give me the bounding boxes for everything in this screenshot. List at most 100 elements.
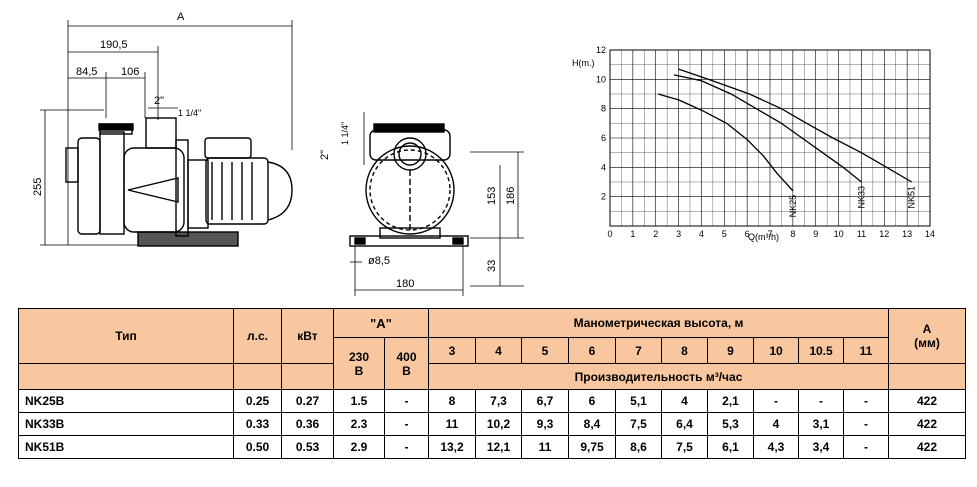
v230-label: 230 [348, 349, 370, 364]
dim-190-5: 190,5 [100, 39, 128, 51]
x-tick-label: 8 [790, 229, 795, 239]
x-tick-label: 14 [925, 229, 935, 239]
pump-technical-drawing: A 190,5 84,5 106 2" 1 1/4" 255 [32, 11, 524, 296]
dim-a-side: A [177, 11, 185, 23]
col-hp-header: л.с. [233, 308, 282, 364]
flow-cell: 5,3 [707, 412, 754, 436]
flow-cell: 6,4 [661, 412, 708, 436]
flow-cell: 8,4 [568, 412, 616, 436]
series-label: NK51 [907, 186, 917, 209]
flow-cell: - [753, 389, 799, 413]
dim-pipe-side: 2" [154, 95, 164, 107]
flow-cell: 8 [428, 389, 476, 413]
type-header-cont [18, 363, 234, 390]
side-view-dimensions [40, 20, 293, 246]
a-cell: 422 [888, 389, 966, 413]
dim-180: 180 [396, 278, 414, 290]
v400-label: 400 [396, 349, 417, 364]
v230-header: 230 В [333, 337, 385, 390]
x-tick-label: 0 [607, 229, 612, 239]
x-tick-label: 12 [879, 229, 889, 239]
a230-cell: 2.3 [333, 412, 385, 436]
head-value: 10.5 [798, 337, 844, 364]
front-view-dimensions [350, 112, 524, 296]
flow-cell: 7,5 [615, 412, 662, 436]
dim-thread-side: 1 1/4" [178, 108, 201, 118]
hp-cell: 0.33 [233, 412, 282, 436]
dim-84-5: 84,5 [76, 66, 97, 78]
x-tick-label: 2 [653, 229, 658, 239]
y-tick-label: 8 [601, 104, 606, 114]
series-label: NK33 [856, 186, 866, 209]
dim-pipe-front: 2" [319, 150, 331, 160]
col-current-header: "A" [333, 308, 429, 338]
a230-cell: 1.5 [333, 389, 385, 413]
model-cell: NK25B [18, 389, 234, 413]
model-cell: NK33B [18, 412, 234, 436]
flow-cell: 9,3 [521, 412, 569, 436]
hp-cell: 0.25 [233, 389, 282, 413]
hp-header-cont [233, 363, 282, 390]
flow-cell: - [843, 435, 889, 459]
flow-cell: 13,2 [428, 435, 476, 459]
y-tick-label: 2 [601, 192, 606, 202]
y-tick-label: 10 [596, 74, 606, 84]
v400-unit: В [402, 363, 411, 378]
y-tick-label: 4 [601, 162, 606, 172]
x-tick-label: 3 [676, 229, 681, 239]
flow-cell: - [798, 389, 844, 413]
head-value: 6 [568, 337, 616, 364]
a-cell: 422 [888, 412, 966, 436]
x-tick-label: 9 [813, 229, 818, 239]
flow-cell: 3,1 [798, 412, 844, 436]
a-header-cont [888, 363, 966, 390]
flow-cell: 6,1 [707, 435, 754, 459]
flow-cell: 4 [753, 412, 799, 436]
flow-cell: 6 [568, 389, 616, 413]
chart-ylabel: H(m.) [572, 58, 595, 68]
flow-cell: 11 [428, 412, 476, 436]
head-value: 8 [661, 337, 708, 364]
flow-cell: 7,3 [475, 389, 522, 413]
flow-cell: 2,1 [707, 389, 754, 413]
dim-33: 33 [486, 260, 498, 272]
head-value: 4 [475, 337, 522, 364]
y-tick-label: 6 [601, 133, 606, 143]
flow-cell: 7,5 [661, 435, 708, 459]
kw-cell: 0.27 [281, 389, 334, 413]
flow-cell: 8,6 [615, 435, 662, 459]
model-cell: NK51B [18, 435, 234, 459]
kw-header-cont [281, 363, 334, 390]
a400-cell: - [384, 389, 429, 413]
chart-frame [609, 49, 931, 227]
v400-header: 400 В [384, 337, 429, 390]
chart-xlabel: Q(m³/h) [748, 232, 779, 242]
head-value: 9 [707, 337, 754, 364]
head-value: 10 [753, 337, 799, 364]
flow-cell: 4,3 [753, 435, 799, 459]
flow-cell: 12,1 [475, 435, 522, 459]
a-cell: 422 [888, 435, 966, 459]
flow-cell: 4 [661, 389, 708, 413]
dim-hole: ø8,5 [368, 255, 390, 267]
a400-cell: - [384, 412, 429, 436]
flow-cell: 5,1 [615, 389, 662, 413]
x-tick-label: 6 [745, 229, 750, 239]
series-line-nk25 [657, 93, 794, 192]
kw-cell: 0.36 [281, 412, 334, 436]
x-tick-label: 4 [699, 229, 704, 239]
dim-186: 186 [505, 187, 517, 205]
x-tick-label: 11 [857, 229, 866, 239]
col-kw-header: кВт [281, 308, 334, 364]
head-value: 11 [843, 337, 889, 364]
a230-cell: 2.9 [333, 435, 385, 459]
flow-cell: 6,7 [521, 389, 569, 413]
v230-unit: В [354, 363, 364, 378]
a400-cell: - [384, 435, 429, 459]
hp-cell: 0.50 [233, 435, 282, 459]
flow-cell: 10,2 [475, 412, 522, 436]
